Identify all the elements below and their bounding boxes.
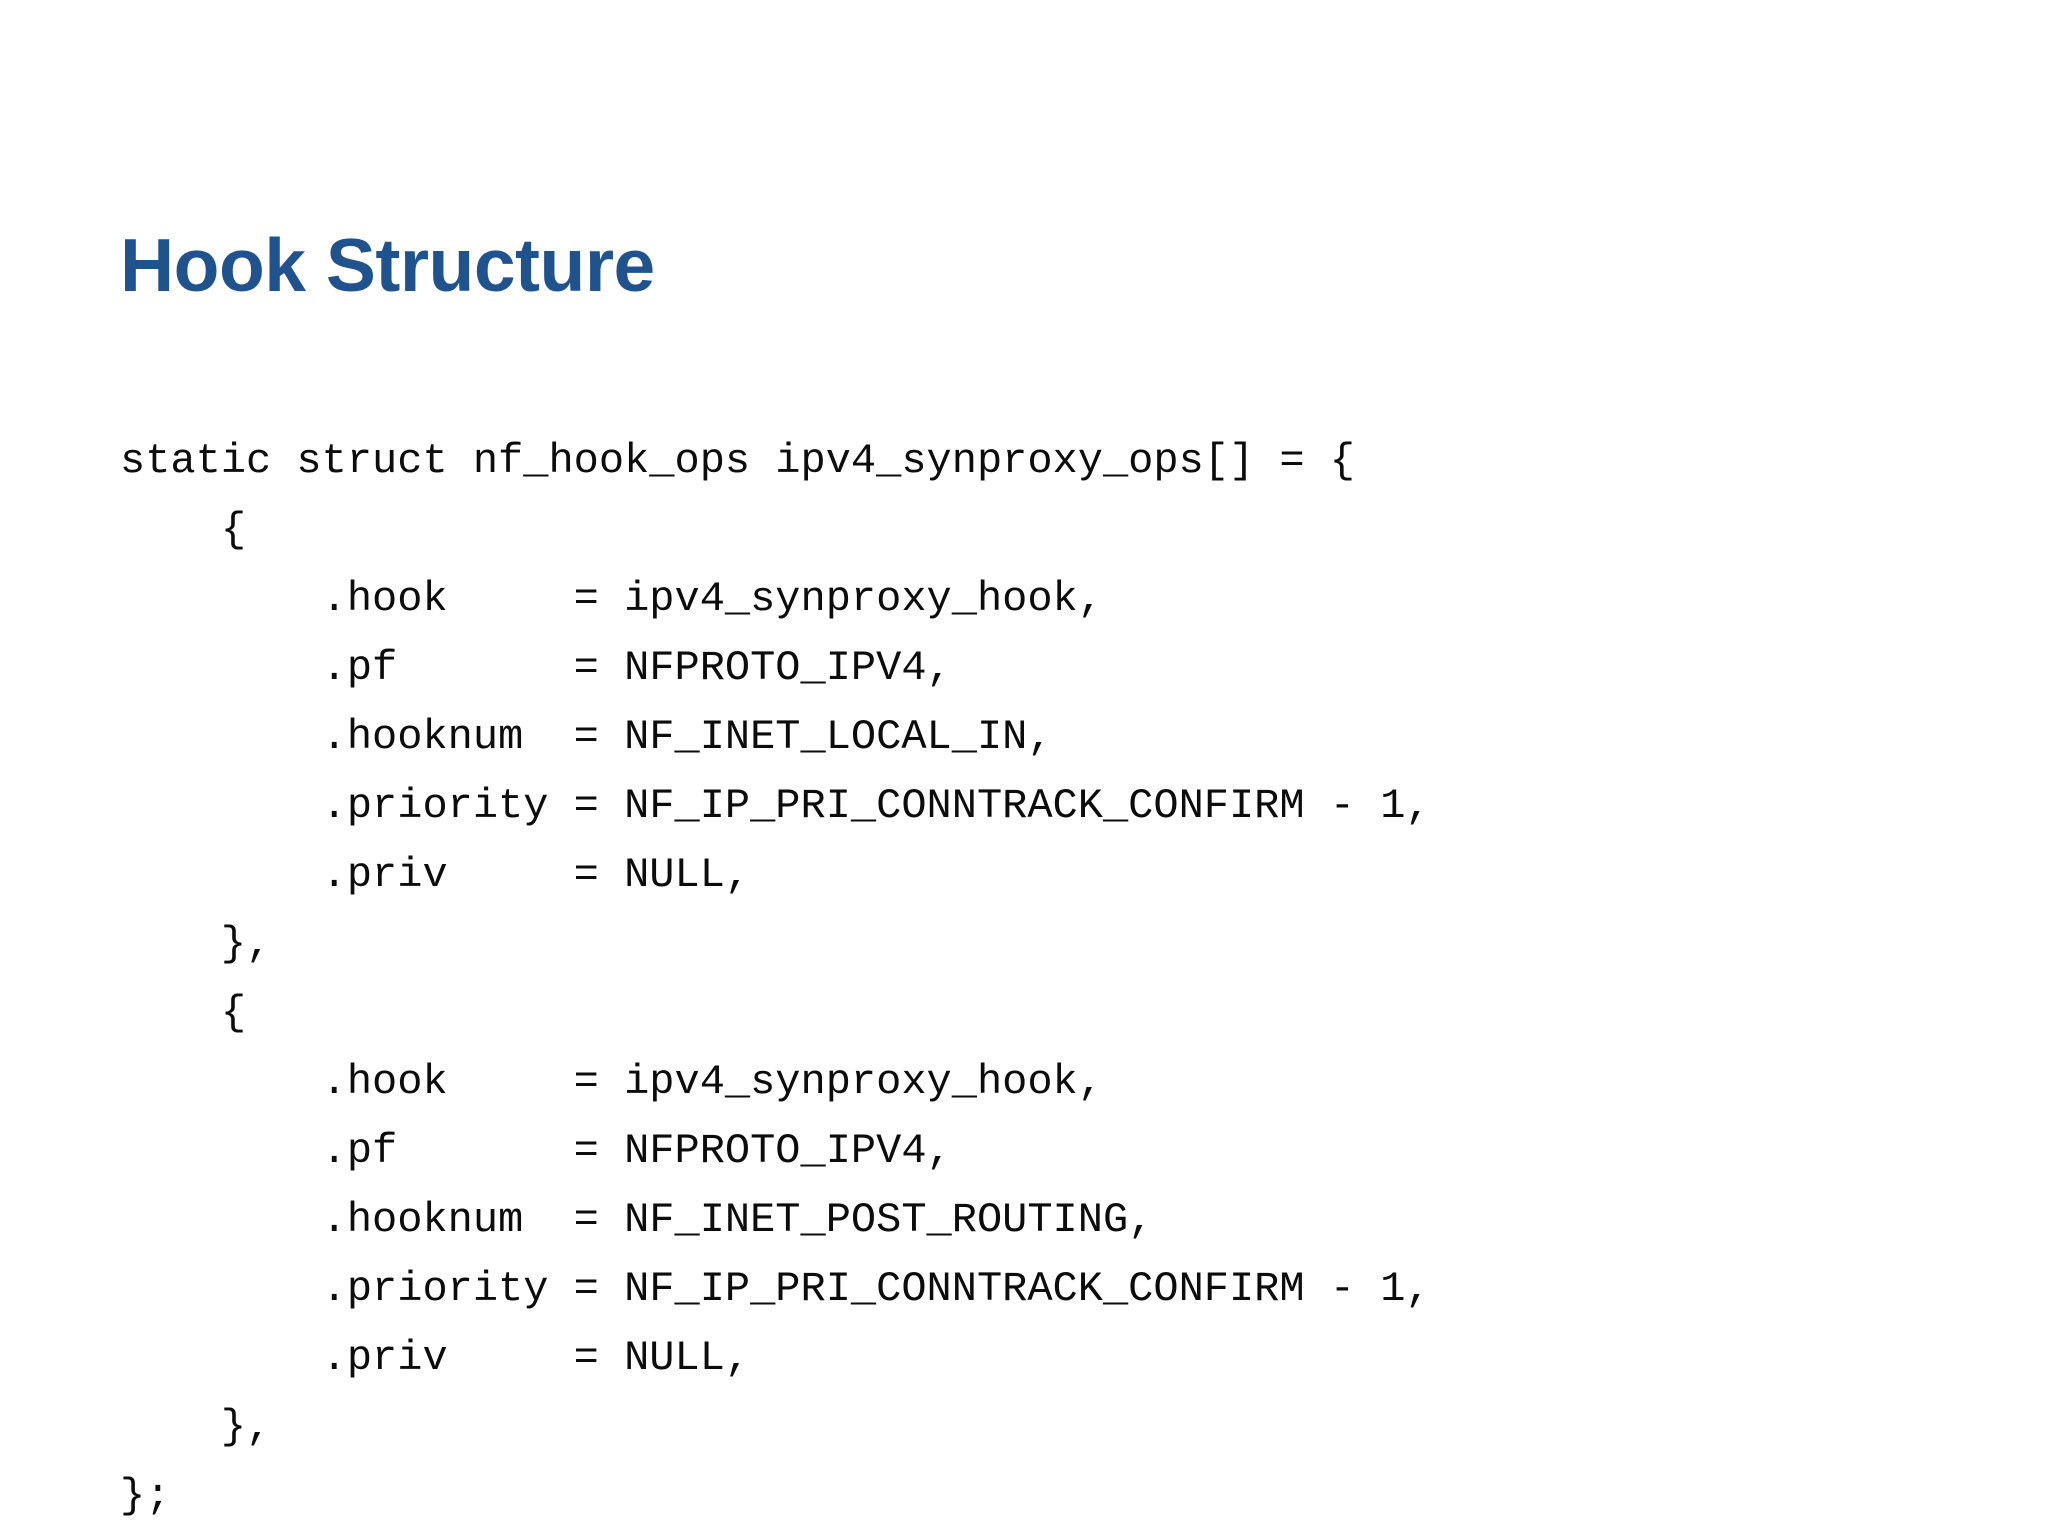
- code-line: .priv = NULL,: [120, 1334, 751, 1382]
- code-line: .hook = ipv4_synproxy_hook,: [120, 575, 1103, 623]
- code-line: .hooknum = NF_INET_POST_ROUTING,: [120, 1196, 1154, 1244]
- code-line: {: [120, 989, 247, 1037]
- code-line: .pf = NFPROTO_IPV4,: [120, 644, 952, 692]
- code-line: .hooknum = NF_INET_LOCAL_IN,: [120, 713, 1053, 761]
- code-line: .priority = NF_IP_PRI_CONNTRACK_CONFIRM …: [120, 1265, 1431, 1313]
- code-line: .priority = NF_IP_PRI_CONNTRACK_CONFIRM …: [120, 782, 1431, 830]
- code-line: static struct nf_hook_ops ipv4_synproxy_…: [120, 437, 1356, 485]
- code-block: static struct nf_hook_ops ipv4_synproxy_…: [120, 427, 1940, 1531]
- code-line: .hook = ipv4_synproxy_hook,: [120, 1058, 1103, 1106]
- code-line: };: [120, 1472, 171, 1520]
- code-line: .priv = NULL,: [120, 851, 751, 899]
- code-line: },: [120, 920, 272, 968]
- page-title: Hook Structure: [120, 223, 655, 308]
- code-line: {: [120, 506, 247, 554]
- code-line: },: [120, 1403, 272, 1451]
- code-line: .pf = NFPROTO_IPV4,: [120, 1127, 952, 1175]
